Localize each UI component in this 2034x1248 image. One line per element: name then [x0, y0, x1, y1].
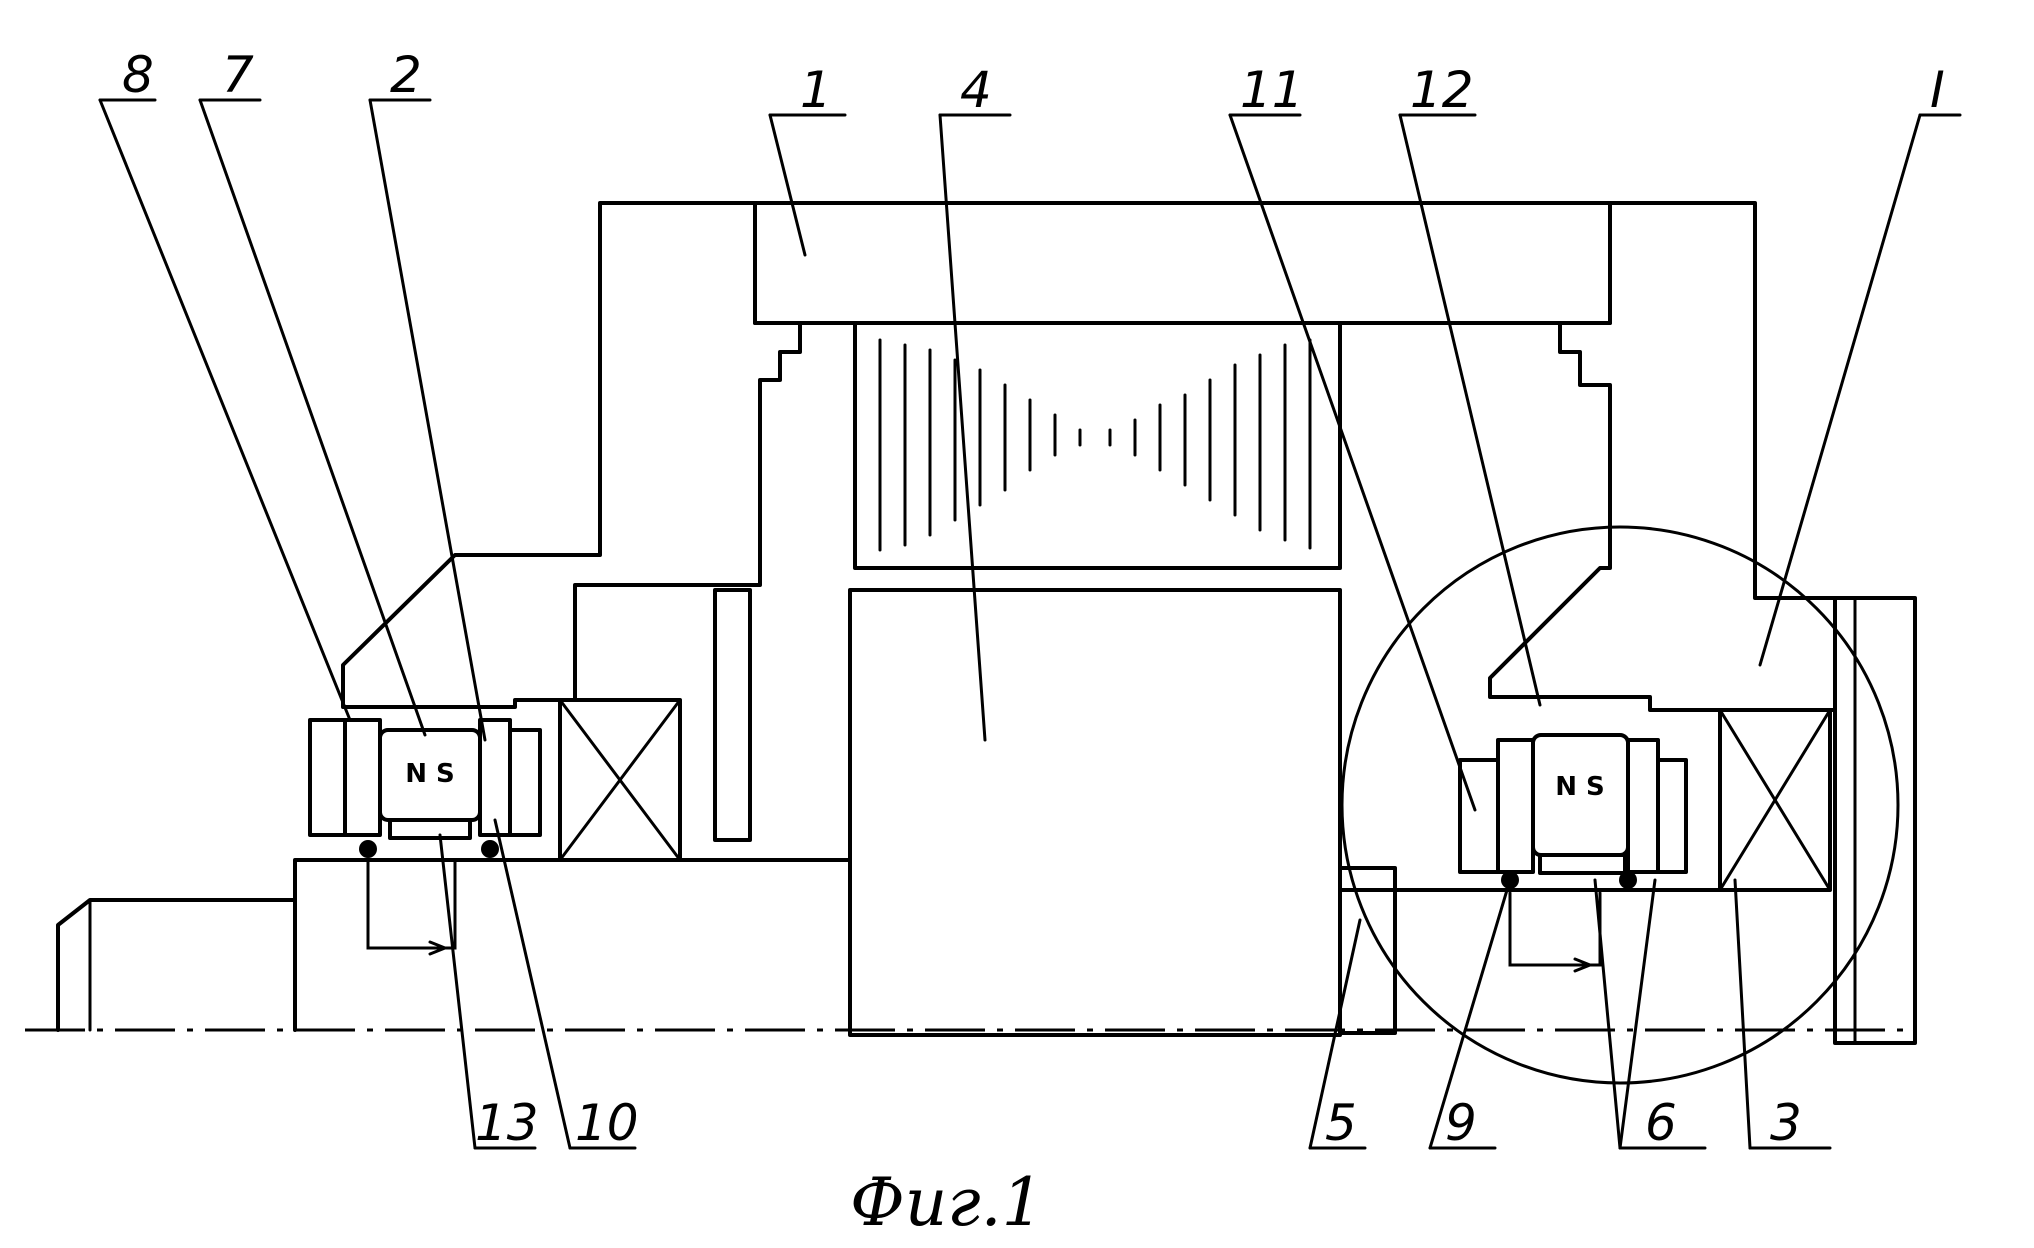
callout-1: 1	[800, 61, 832, 119]
callout-5: 5	[1325, 1094, 1357, 1152]
outer-ring-right	[1658, 760, 1686, 872]
spacer-ring	[1340, 868, 1395, 1033]
end-cover	[1835, 598, 1915, 1043]
detail-circle	[1342, 527, 1898, 1083]
callout-11: 11	[1240, 61, 1304, 119]
figure-caption: Фиг.1	[850, 1164, 1044, 1241]
seal-loop-left	[368, 862, 455, 948]
winding-block	[855, 323, 1340, 568]
pole-piece-right	[1498, 740, 1533, 872]
magnet-label-left: N S	[405, 759, 455, 789]
pole-piece-right-outer	[1460, 760, 1498, 872]
housing-left	[343, 203, 800, 707]
housing-right	[1490, 203, 1835, 710]
stator-core	[755, 203, 1610, 323]
lamination-lines	[880, 340, 1310, 550]
pole-piece-left-of-right	[1628, 740, 1658, 872]
seal-loop-right	[1510, 893, 1600, 965]
callout-8: 8	[122, 46, 154, 104]
ferrofluid-left-b	[481, 840, 499, 858]
callout-3: 3	[1770, 1094, 1802, 1152]
magnet-label-right: N S	[1555, 772, 1605, 802]
callout-4: 4	[960, 61, 992, 119]
callout-2: 2	[390, 46, 422, 104]
callout-6: 6	[1645, 1094, 1677, 1152]
pole-piece-left-outer	[310, 720, 345, 835]
ferrofluid-right-b	[1619, 871, 1637, 889]
callout-13: 13	[475, 1094, 539, 1152]
shaft-left	[295, 860, 850, 1030]
callout-7: 7	[222, 46, 254, 104]
callout-10: 10	[575, 1094, 639, 1152]
outer-ring-left	[510, 730, 540, 835]
sleeve-right	[1540, 855, 1625, 873]
rotor-body	[850, 590, 1340, 1035]
callout-9: 9	[1445, 1094, 1477, 1152]
ferrofluid-left-a	[359, 840, 377, 858]
pole-piece-left	[345, 720, 380, 835]
sleeve-13-left	[390, 820, 470, 838]
callout-I: I	[1930, 61, 1945, 119]
callout-12: 12	[1410, 61, 1474, 119]
shaft-end	[58, 900, 295, 1030]
sleeve-left	[715, 590, 750, 840]
leader-lines	[100, 100, 1960, 1148]
